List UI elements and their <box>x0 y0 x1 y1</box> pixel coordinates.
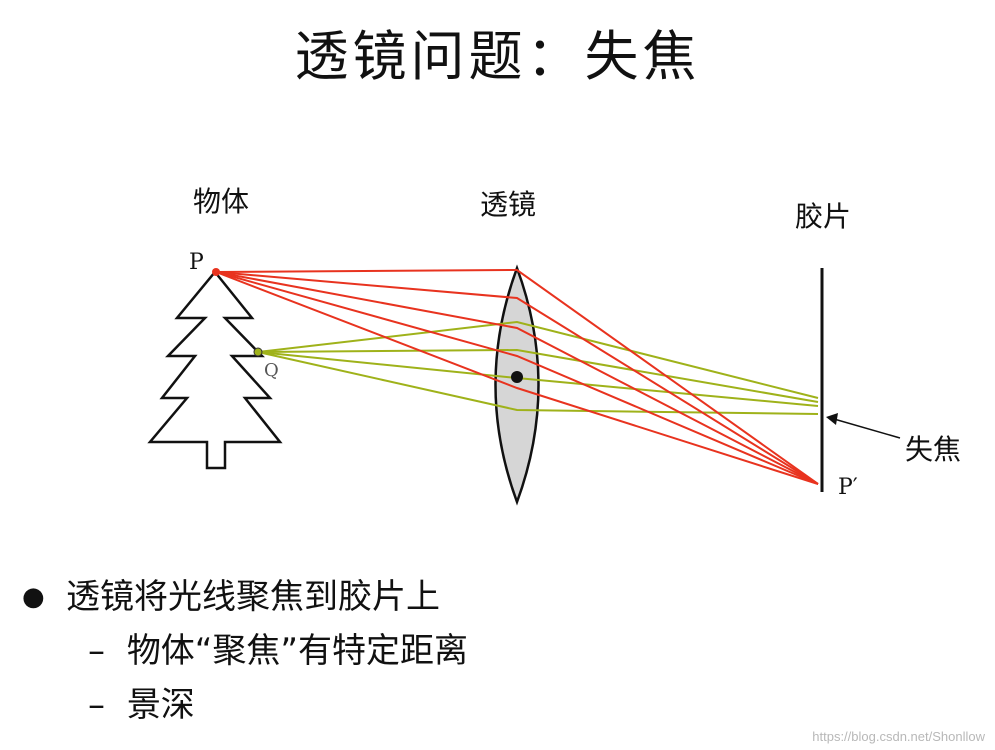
page-title: 透镜问题：失焦 <box>294 25 701 88</box>
sub-marker: – <box>88 685 105 725</box>
label-point-p-prime: P′ <box>838 475 858 500</box>
sub-marker: – <box>88 631 105 671</box>
label-lens: 透镜 <box>480 188 537 221</box>
ray-from-p <box>215 268 819 485</box>
label-object: 物体 <box>193 185 250 218</box>
point-q-dot <box>253 347 263 357</box>
bullet-sub-1-text: 物体“聚焦”有特定距离 <box>126 631 469 671</box>
label-film: 胶片 <box>795 200 852 233</box>
rays-from-p <box>215 268 819 485</box>
label-defocus: 失焦 <box>905 433 962 466</box>
point-p-dot <box>212 268 220 276</box>
ray-from-p <box>215 271 819 485</box>
bullet-sub-2-text: 景深 <box>126 685 195 725</box>
ray-from-p <box>215 271 819 485</box>
ray-from-q <box>257 348 819 403</box>
bullet-sub-2: – 景深 <box>88 688 468 722</box>
ray-from-q <box>257 320 819 399</box>
ray-from-p <box>215 271 819 485</box>
bullet-main: ● 透镜将光线聚焦到胶片上 <box>22 580 468 614</box>
lens-shape <box>494 264 540 506</box>
defocus-arrowhead <box>826 413 838 425</box>
watermark: https://blog.csdn.net/Shonllow <box>812 729 985 744</box>
label-point-q: Q <box>264 360 279 381</box>
bullet-sub-1: – 物体“聚焦”有特定距离 <box>88 634 468 668</box>
bullet-list: ● 透镜将光线聚焦到胶片上 – 物体“聚焦”有特定距离 – 景深 <box>22 580 468 722</box>
ray-from-p <box>215 271 819 485</box>
label-point-p: P <box>189 250 204 275</box>
tree-icon <box>147 270 283 470</box>
bullet-main-text: 透镜将光线聚焦到胶片上 <box>66 577 440 617</box>
defocus-pointer-line <box>833 418 901 439</box>
lens-center-dot <box>511 371 523 383</box>
bullet-dot: ● <box>22 582 45 612</box>
